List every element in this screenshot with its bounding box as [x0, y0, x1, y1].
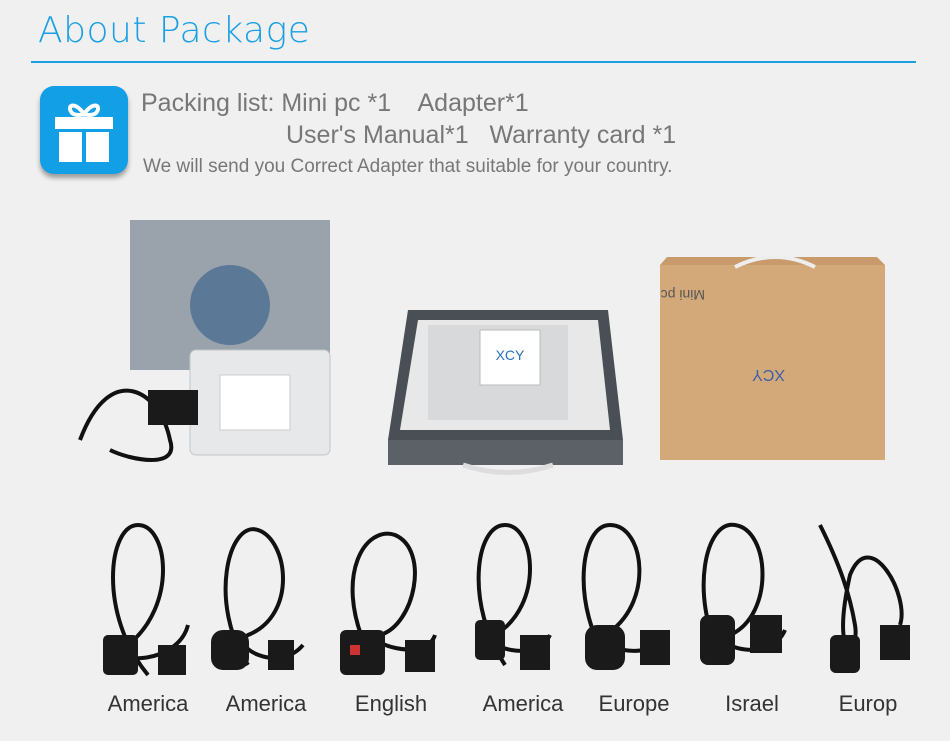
cable-label: English	[354, 691, 428, 716]
brand-logo: XCY	[496, 347, 525, 363]
power-cable-america-3	[465, 515, 575, 685]
cable-label: America	[225, 691, 307, 716]
power-cable-america-2	[208, 515, 318, 685]
cable-label: America	[107, 691, 189, 716]
gift-icon	[40, 86, 128, 174]
packing-list-line-1: Packing list: Mini pc *1 Adapter*1	[141, 89, 529, 117]
product-box-open-photo	[70, 210, 370, 480]
title-divider	[31, 61, 916, 63]
product-case-photo: XCY	[388, 305, 628, 475]
cable-label: Israel	[725, 691, 779, 716]
power-cable-israel	[690, 515, 800, 685]
page-title: About Package	[38, 10, 311, 51]
cable-label: America	[482, 691, 564, 716]
cable-label: Europ	[838, 691, 898, 716]
power-cable-america-1	[98, 515, 208, 685]
box-label: Mini pc	[661, 287, 705, 303]
power-cable-europe	[570, 515, 680, 685]
packing-list-line-2: User's Manual*1 Warranty card *1	[286, 121, 677, 149]
adapter-note: We will send you Correct Adapter that su…	[143, 156, 673, 177]
shipping-box-photo: Mini pc XCY	[655, 255, 895, 465]
power-cable-europ	[810, 515, 920, 685]
power-cable-english	[335, 515, 445, 685]
cable-label: Europe	[598, 691, 670, 716]
svg-text:XCY: XCY	[752, 366, 785, 383]
